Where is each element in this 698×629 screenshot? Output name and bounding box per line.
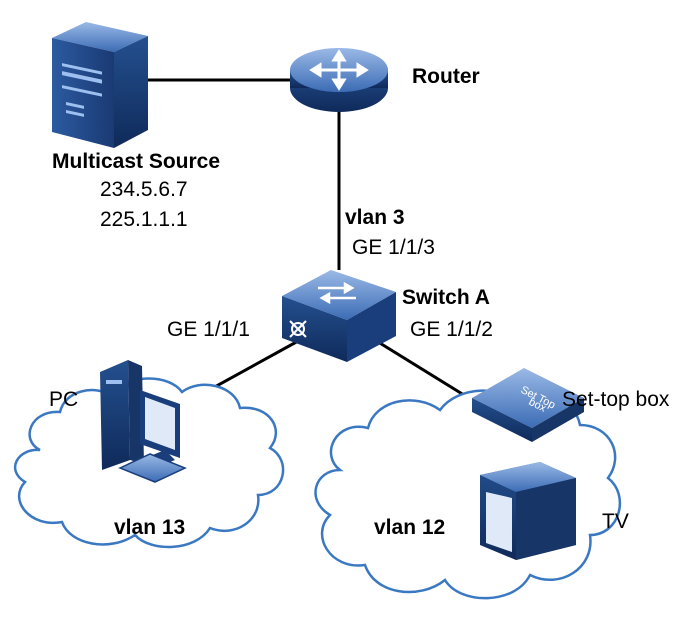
set-top-box-label: Set-top box xyxy=(562,388,670,411)
switch-port-symbol xyxy=(289,320,307,338)
multicast-address-1: 234.5.6.7 xyxy=(100,178,188,201)
multicast-source-label: Multicast Source xyxy=(52,150,221,173)
port-ge-1-1-1-label: GE 1/1/1 xyxy=(167,318,250,341)
switch-icon xyxy=(282,270,396,362)
port-ge-1-1-2-label: GE 1/1/2 xyxy=(410,318,493,341)
port-ge-1-1-3-label: GE 1/1/3 xyxy=(352,236,435,259)
server-icon xyxy=(52,22,148,148)
router-label: Router xyxy=(412,65,480,88)
tv-label: TV xyxy=(602,510,629,533)
router-icon xyxy=(290,48,388,112)
link-switch-stb xyxy=(374,338,473,402)
switch-a-label: Switch A xyxy=(402,286,490,309)
pc-icon xyxy=(100,360,187,483)
cloud-vlan-12-label: vlan 12 xyxy=(374,516,446,539)
multicast-address-2: 225.1.1.1 xyxy=(100,208,188,231)
pc-label: PC xyxy=(49,388,79,411)
set-top-box-icon: Set Top box xyxy=(472,368,584,442)
cloud-vlan-13-label: vlan 13 xyxy=(114,516,186,539)
vlan-3-label: vlan 3 xyxy=(345,206,405,229)
tv-icon xyxy=(480,462,576,560)
